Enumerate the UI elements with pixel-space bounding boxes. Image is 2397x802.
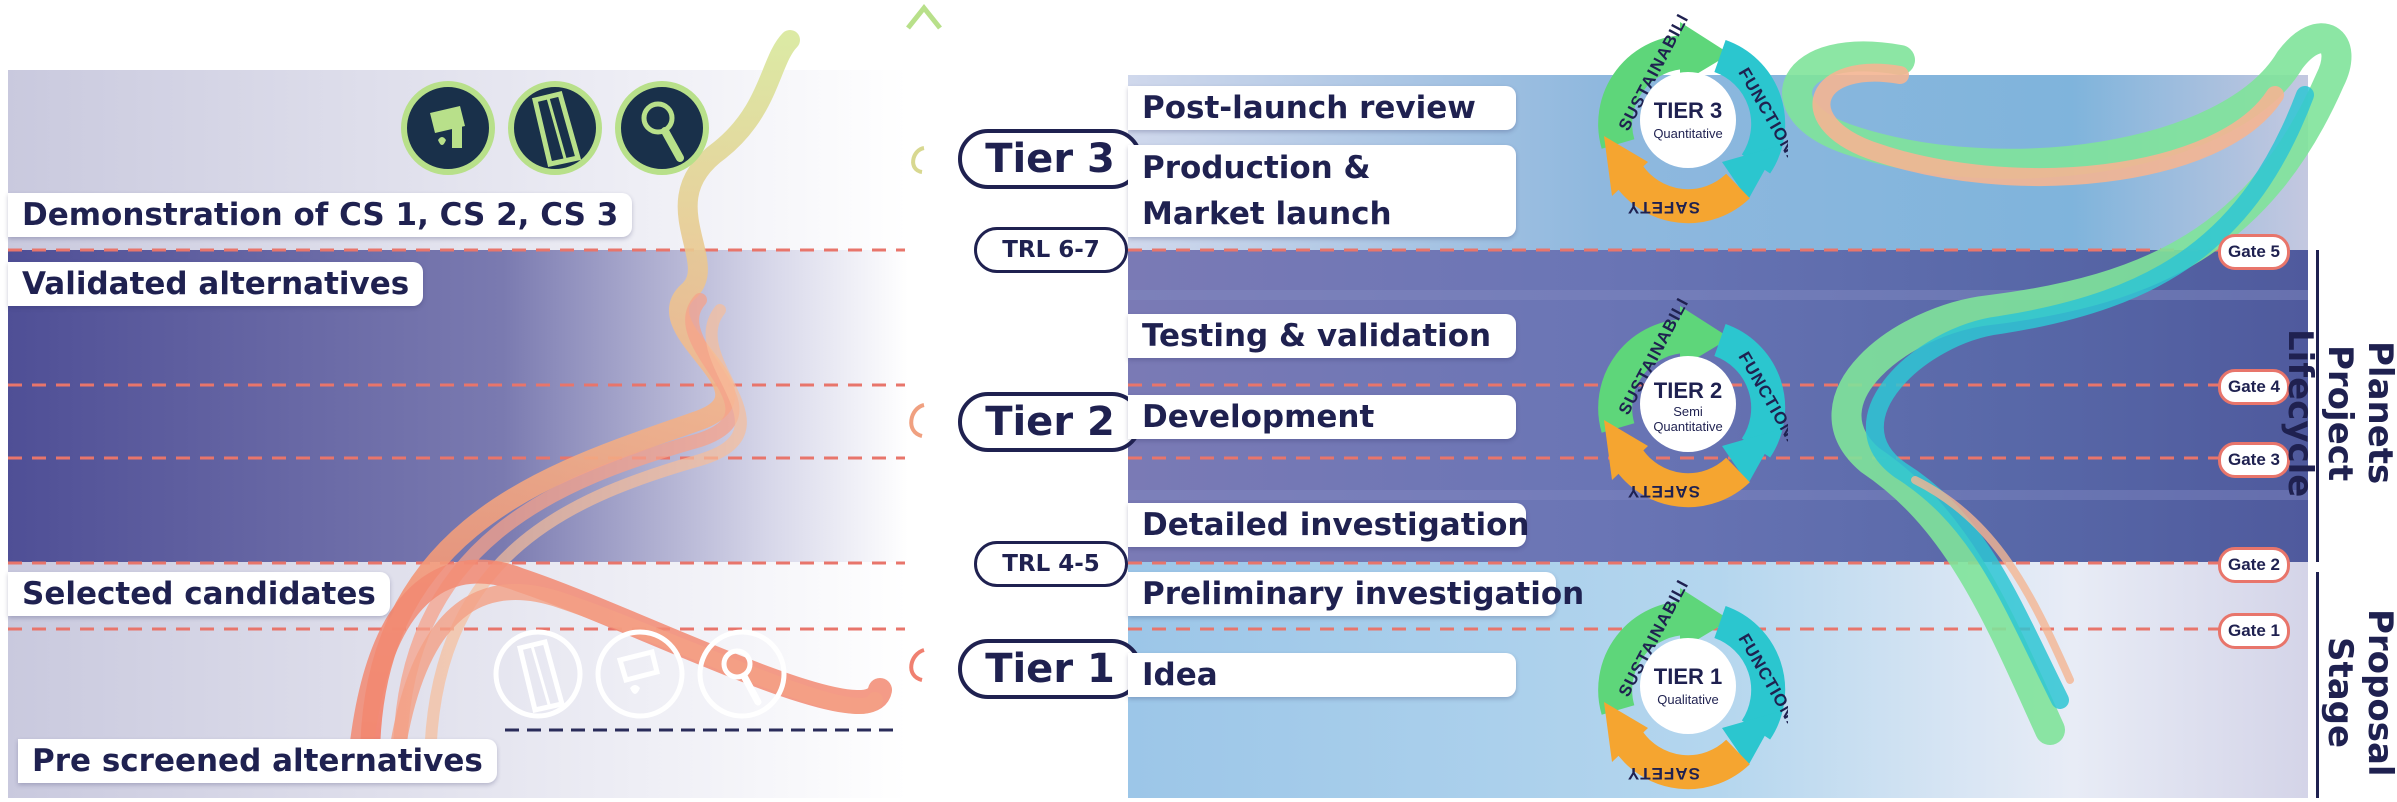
production-line-1: Production & xyxy=(1142,150,1371,186)
gate-3-badge: Gate 3 xyxy=(2218,442,2290,478)
paint-brush-icon xyxy=(595,629,685,719)
stage-text: Stage xyxy=(2320,637,2360,749)
proposal-text: Proposal xyxy=(2360,609,2397,777)
bottom-icon-group xyxy=(493,629,787,719)
validated-alternatives-label: Validated alternatives xyxy=(8,262,424,306)
tier-2-cycle: SUSTAINABILITY FUNCTIONALITY SAFETY TIER… xyxy=(1598,298,1788,508)
safety-text: SAFETY xyxy=(1627,482,1700,501)
paint-brush-icon xyxy=(401,81,495,175)
tier-1-badge: Tier 1 xyxy=(958,639,1142,699)
idea-label: Idea xyxy=(1128,653,1516,697)
pre-screened-alternatives-label: Pre screened alternatives xyxy=(18,739,497,783)
trl-6-7-badge: TRL 6-7 xyxy=(974,227,1128,273)
cycle-title: TIER 3 xyxy=(1654,98,1722,123)
testing-validation-label: Testing & validation xyxy=(1128,314,1516,358)
development-label: Development xyxy=(1128,395,1516,439)
gate-lines xyxy=(8,248,2220,631)
cycle-subtitle: Qualitative xyxy=(1657,692,1718,707)
safety-text: SAFETY xyxy=(1627,764,1700,783)
project-lifecycle-text: Project Lifecycle xyxy=(2280,328,2360,498)
cycle-subtitle-2: Quantitative xyxy=(1653,419,1722,434)
lifecycle-ribbon xyxy=(1782,23,2352,745)
cycle-subtitle: Semi xyxy=(1673,404,1703,419)
demonstration-label: Demonstration of CS 1, CS 2, CS 3 xyxy=(8,193,633,237)
selected-candidates-label: Selected candidates xyxy=(8,572,390,616)
axis-arrow-icon xyxy=(906,3,942,30)
post-launch-review-label: Post-launch review xyxy=(1128,86,1516,130)
cycle-title: TIER 1 xyxy=(1654,664,1722,689)
cycle-title: TIER 2 xyxy=(1654,378,1722,403)
production-market-launch-label: Production & Market launch xyxy=(1128,145,1516,237)
trl-4-5-badge: TRL 4-5 xyxy=(974,541,1128,587)
insulation-panel-icon xyxy=(508,81,602,175)
detailed-investigation-label: Detailed investigation xyxy=(1128,503,1530,547)
gate-4-badge: Gate 4 xyxy=(2218,369,2290,405)
proposal-stage-label: Proposal Stage xyxy=(2320,598,2397,788)
top-icon-group xyxy=(401,81,709,175)
project-lifecycle-label: Planets Project Lifecycle xyxy=(2280,268,2397,558)
tier-2-badge: Tier 2 xyxy=(958,392,1142,452)
safety-text: SAFETY xyxy=(1627,198,1700,217)
proposal-divider xyxy=(2316,572,2319,798)
gate-2-badge: Gate 2 xyxy=(2218,547,2290,583)
cycle-subtitle: Quantitative xyxy=(1653,126,1722,141)
tier-1-cycle: SUSTAINABILITY FUNCTIONALITY SAFETY TIER… xyxy=(1598,580,1788,790)
candidate-ribbon xyxy=(348,30,892,776)
production-line-2: Market launch xyxy=(1142,196,1392,232)
gate-5-badge: Gate 5 xyxy=(2218,234,2290,270)
insulation-panel-icon xyxy=(493,629,583,719)
planets-text: Planets xyxy=(2360,341,2397,485)
magnifier-icon xyxy=(697,629,787,719)
lifecycle-divider xyxy=(2316,250,2319,562)
tier-3-cycle: SUSTAINABILITY FUNCTIONALITY SAFETY TIER… xyxy=(1598,14,1788,224)
preliminary-investigation-label: Preliminary investigation xyxy=(1128,572,1584,616)
magnifier-icon xyxy=(615,81,709,175)
gate-1-badge: Gate 1 xyxy=(2218,613,2290,649)
tier-3-badge: Tier 3 xyxy=(958,129,1142,189)
